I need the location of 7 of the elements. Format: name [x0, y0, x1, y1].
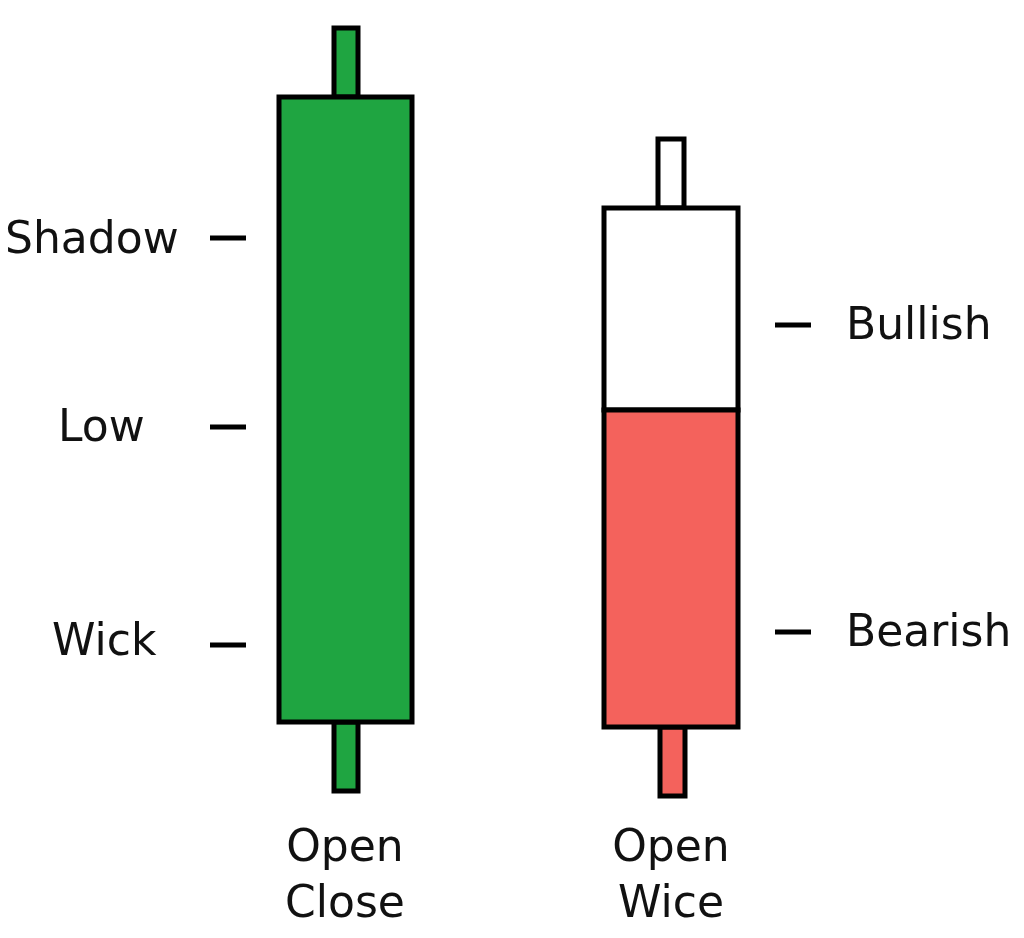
part-label: Shadow: [5, 211, 179, 265]
part-label: Bullish: [846, 297, 992, 351]
candle-caption: Open Wice: [611, 819, 731, 930]
candle-caption: Open Close: [284, 819, 406, 930]
part-label: Bearish: [846, 604, 1012, 658]
part-label: Wick: [52, 613, 157, 667]
part-label: Low: [58, 399, 145, 453]
